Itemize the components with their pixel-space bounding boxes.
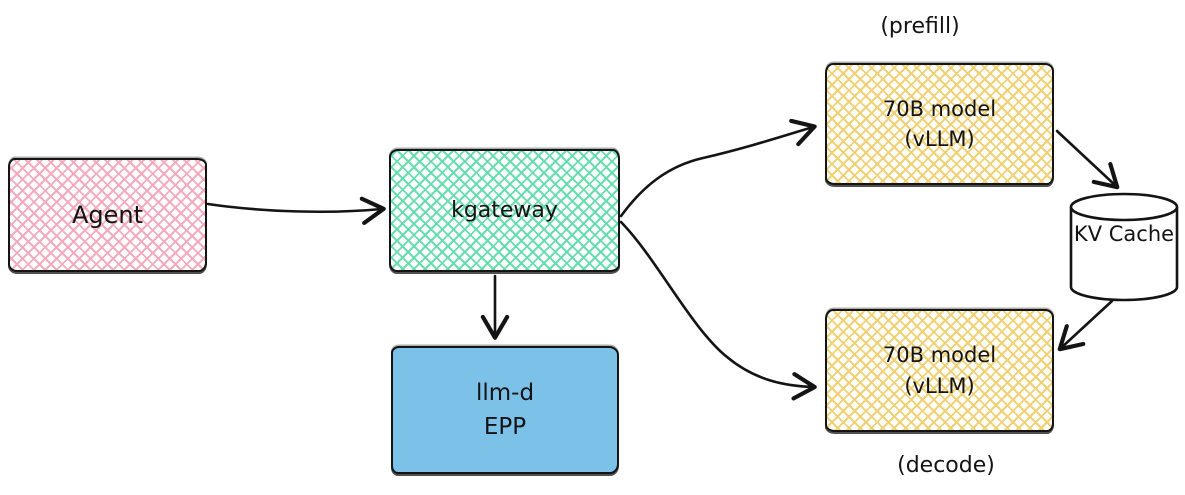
edge-kv-cache-to-decode-model	[1057, 299, 1114, 352]
node-llm-d-epp: llm-d EPP	[391, 346, 619, 474]
node-prefill-model-label-line1: 70B model	[882, 96, 997, 121]
node-kv-cache-label: KV Cache	[1064, 218, 1184, 251]
annotation-prefill: (prefill)	[880, 14, 960, 39]
edge-kgateway-to-decode-model	[619, 220, 817, 401]
node-kgateway: kgateway	[389, 149, 620, 272]
node-kv-cache-cylinder	[1069, 192, 1179, 302]
edge-prefill-model-to-kv-cache	[1055, 129, 1120, 190]
node-decode-model: 70B model (vLLM)	[825, 309, 1054, 432]
node-kv-cache-label-line2: Cache	[1108, 222, 1175, 246]
edge-kgateway-to-prefill-model	[619, 118, 817, 218]
node-decode-model-label-line2: (vLLM)	[904, 373, 975, 398]
node-llm-d-epp-label-line1: llm-d	[475, 379, 535, 406]
node-prefill-model: 70B model (vLLM)	[825, 63, 1054, 185]
node-prefill-model-label-line2: (vLLM)	[904, 127, 975, 151]
node-agent: Agent	[8, 158, 207, 272]
node-kv-cache-label-line1: KV	[1073, 222, 1103, 246]
annotation-decode: (decode)	[897, 453, 995, 478]
edge-agent-to-kgateway	[206, 196, 386, 225]
node-llm-d-epp-label-line2: EPP	[483, 414, 527, 440]
node-decode-model-label-line1: 70B model	[882, 343, 997, 368]
node-kgateway-label: kgateway	[451, 197, 558, 223]
node-agent-label: Agent	[71, 200, 144, 229]
